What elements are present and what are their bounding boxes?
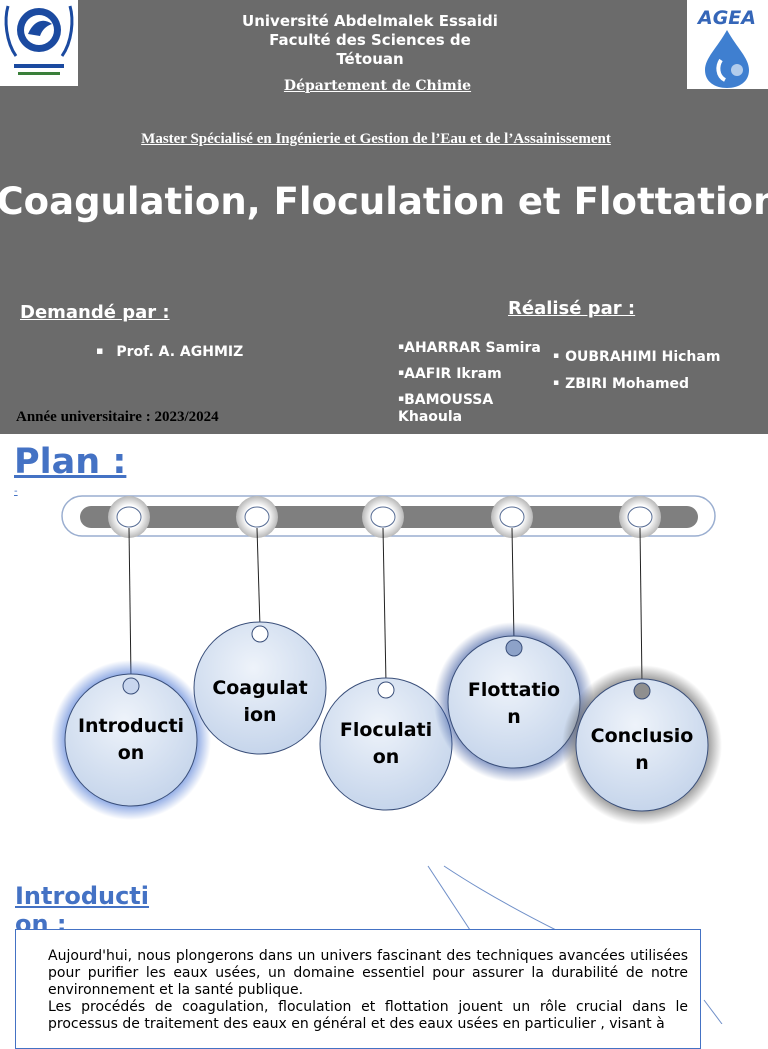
document-title: Coagulation, Floculation et Flottation bbox=[0, 180, 768, 223]
bullet-icon: ▪ bbox=[398, 342, 405, 352]
plan-items bbox=[51, 621, 722, 825]
item-circle bbox=[575, 678, 709, 812]
author-name: AHARRAR Samira bbox=[404, 340, 541, 356]
item-knob bbox=[505, 639, 523, 657]
author-name: AAFIR Ikram bbox=[404, 366, 502, 382]
water-drop-icon: AGEA bbox=[696, 7, 756, 88]
professor-item: ▪ Prof. A. AGHMIZ bbox=[96, 342, 243, 361]
introduction-heading-line-1: Introducti bbox=[15, 882, 150, 910]
professor-name: Prof. A. AGHMIZ bbox=[116, 344, 244, 360]
authors-right-list: ▪ OUBRAHIMI Hicham ▪ ZBIRI Mohamed bbox=[553, 348, 753, 393]
introduction-paragraph-1: Aujourd'hui, nous plongerons dans un uni… bbox=[48, 948, 688, 998]
author-item: ▪ OUBRAHIMI Hicham bbox=[553, 348, 753, 366]
plan-item-conclusion[interactable] bbox=[562, 665, 722, 825]
department-name: Département de Chimie bbox=[283, 78, 472, 94]
timeline-node-hole bbox=[499, 506, 525, 528]
bullet-icon: ▪ bbox=[398, 368, 405, 378]
plan-item-introduction[interactable] bbox=[51, 660, 211, 820]
university-logo bbox=[0, 0, 78, 86]
author-item: ▪AAFIR Ikram bbox=[398, 365, 548, 383]
bullet-icon: ▪ bbox=[96, 344, 104, 357]
author-item: ▪BAMOUSSA Khaoula bbox=[398, 391, 508, 426]
academic-year: Année universitaire : 2023/2024 bbox=[16, 409, 219, 425]
string-floculation bbox=[382, 527, 387, 684]
bullet-icon: ▪ bbox=[553, 378, 560, 388]
timeline-node-hole bbox=[116, 506, 142, 528]
faculty-line: Faculté des Sciences de Tétouan bbox=[269, 31, 471, 68]
cover-page: AGEA Université Abdelmalek Essaidi Facul… bbox=[0, 0, 768, 434]
bullet-icon: ▪ bbox=[553, 351, 560, 361]
university-line-1: Université Abdelmalek Essaidi bbox=[242, 12, 498, 30]
item-knob bbox=[122, 677, 140, 695]
item-knob bbox=[251, 625, 269, 643]
author-item: ▪ ZBIRI Mohamed bbox=[553, 375, 753, 393]
plan-diagram bbox=[51, 495, 722, 825]
plan-link-mark[interactable]: - bbox=[14, 486, 18, 497]
item-knob bbox=[377, 681, 395, 699]
author-name: ZBIRI Mohamed bbox=[565, 376, 690, 392]
master-program: Master Spécialisé en Ingénierie et Gesti… bbox=[141, 131, 611, 147]
requested-by-heading: Demandé par : bbox=[20, 302, 170, 323]
string-conclusion bbox=[639, 527, 643, 685]
author-name: BAMOUSSA Khaoula bbox=[398, 392, 494, 425]
university-emblem-icon bbox=[4, 5, 74, 75]
string-introduction bbox=[128, 527, 132, 680]
made-by-heading: Réalisé par : bbox=[508, 298, 636, 319]
introduction-textbox: Aujourd'hui, nous plongerons dans un uni… bbox=[15, 929, 701, 1049]
introduction-paragraph-2: Les procédés de coagulation, floculation… bbox=[48, 999, 688, 1032]
agea-logo: AGEA bbox=[687, 0, 768, 89]
author-name: OUBRAHIMI Hicham bbox=[565, 349, 721, 365]
item-knob bbox=[633, 682, 651, 700]
bullet-icon: ▪ bbox=[398, 394, 405, 404]
svg-text:AGEA: AGEA bbox=[696, 7, 756, 29]
item-circle bbox=[193, 621, 327, 755]
timeline-node-hole bbox=[244, 506, 270, 528]
timeline-node-hole bbox=[370, 506, 396, 528]
plan-item-flottation[interactable] bbox=[434, 622, 594, 782]
timeline-nodes bbox=[108, 496, 661, 538]
introduction-text: Aujourd'hui, nous plongerons dans un uni… bbox=[48, 948, 688, 1033]
string-coagulation bbox=[256, 527, 261, 628]
item-circle bbox=[64, 673, 198, 807]
plan-heading: Plan : bbox=[14, 442, 127, 482]
university-name: Université Abdelmalek Essaidi Faculté de… bbox=[235, 12, 505, 69]
timeline-node-hole bbox=[627, 506, 653, 528]
plan-item-coagulation[interactable] bbox=[193, 621, 327, 755]
authors-left-list: ▪AHARRAR Samira ▪AAFIR Ikram ▪BAMOUSSA K… bbox=[398, 339, 548, 426]
author-item: ▪AHARRAR Samira bbox=[398, 339, 548, 357]
